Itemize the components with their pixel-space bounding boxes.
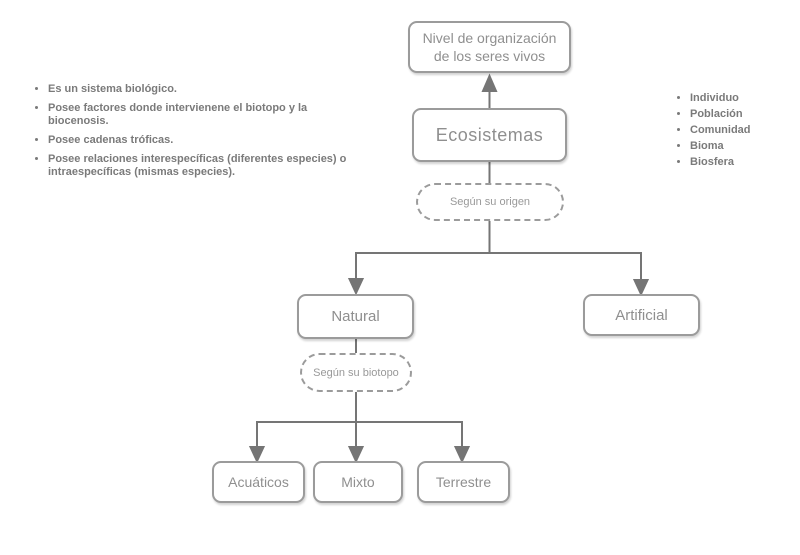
- arrow-to-terrestre: [453, 421, 471, 464]
- node-nivel-organizacion-label: Nivel de organización de los seres vivos: [422, 29, 557, 64]
- node-segun-su-biotopo: Según su biotopo: [300, 353, 412, 392]
- node-segun-su-biotopo-label: Según su biotopo: [313, 366, 399, 379]
- note-item: Individuo: [690, 90, 793, 106]
- note-item: Bioma: [690, 138, 793, 154]
- node-mixto: Mixto: [313, 461, 403, 503]
- node-artificial: Artificial: [583, 294, 700, 336]
- node-mixto-label: Mixto: [341, 474, 375, 490]
- node-terrestre: Terrestre: [417, 461, 510, 503]
- arrow-to-mixto: [347, 421, 365, 464]
- node-segun-su-origen: Según su origen: [416, 183, 564, 221]
- arrow-to-acuaticos: [248, 421, 266, 464]
- ecosystem-properties-list: Es un sistema biológico. Posee factores …: [36, 83, 362, 185]
- note-item: Comunidad: [690, 122, 793, 138]
- node-segun-su-origen-label: Según su origen: [449, 196, 531, 208]
- node-artificial-label: Artificial: [615, 306, 668, 324]
- note-item: Población: [690, 106, 793, 122]
- note-item: Biosfera: [690, 154, 793, 170]
- node-ecosistemas: Ecosistemas: [412, 108, 567, 162]
- node-natural-label: Natural: [331, 308, 380, 325]
- organization-levels-list: Individuo Población Comunidad Bioma Bios…: [678, 90, 793, 170]
- node-natural: Natural: [297, 294, 414, 339]
- node-nivel-organizacion: Nivel de organización de los seres vivos: [408, 21, 571, 73]
- note-item: Posee factores donde intervienene el bio…: [48, 102, 362, 128]
- node-acuaticos: Acuáticos: [212, 461, 305, 503]
- node-terrestre-label: Terrestre: [435, 474, 492, 490]
- arrow-to-artificial: [632, 252, 650, 297]
- arrow-ecosistemas-to-nivel: [481, 73, 498, 108]
- note-item: Posee cadenas tróficas.: [48, 134, 362, 147]
- note-item: Es un sistema biológico.: [48, 83, 362, 96]
- node-acuaticos-label: Acuáticos: [228, 474, 289, 490]
- arrow-to-natural: [347, 252, 365, 296]
- note-item: Posee relaciones interespecíficas (difer…: [48, 153, 362, 179]
- node-ecosistemas-label: Ecosistemas: [435, 124, 544, 145]
